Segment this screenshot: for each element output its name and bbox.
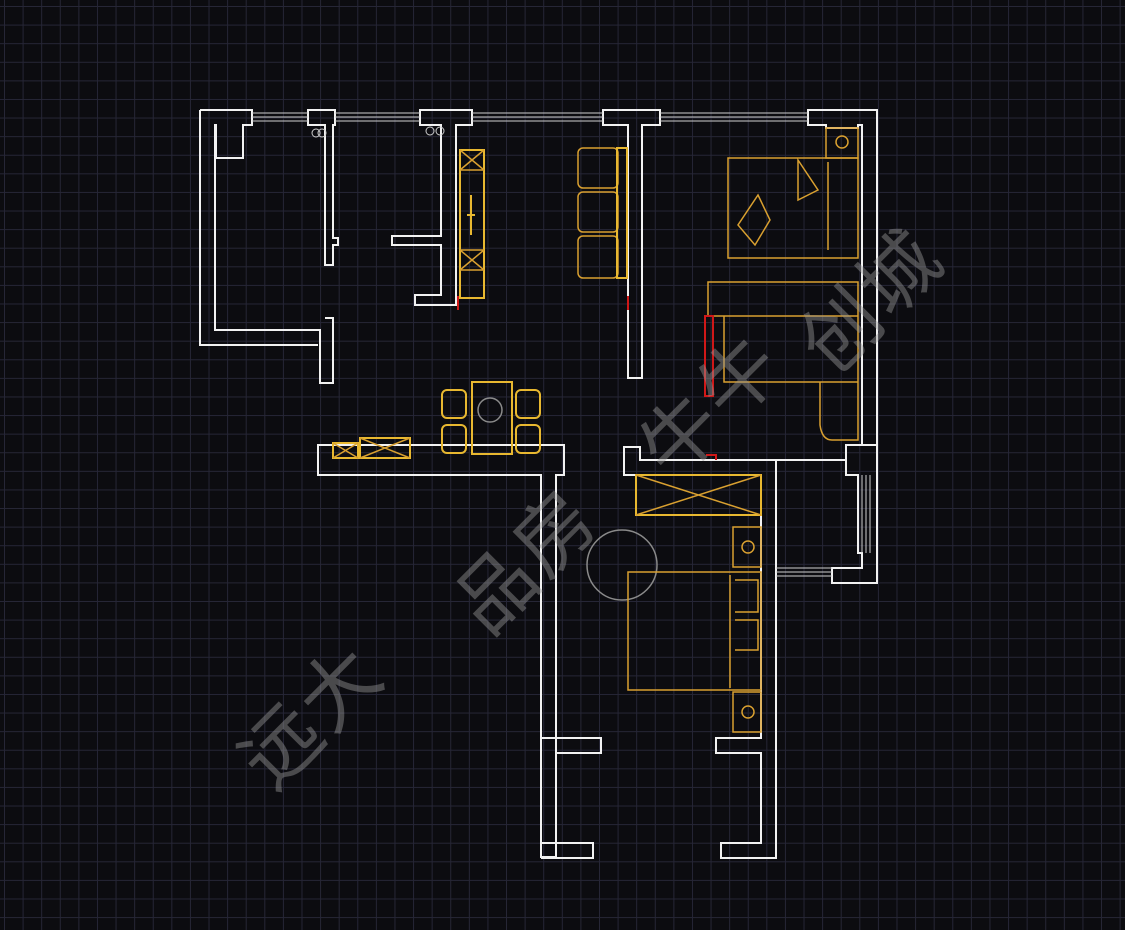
window: [252, 112, 308, 122]
window: [660, 112, 808, 122]
dining-table: [441, 381, 541, 455]
master-bed: [727, 127, 859, 259]
wall-balcony: [831, 444, 878, 584]
wall-partition-2: [391, 109, 473, 306]
window: [861, 475, 871, 553]
door: [704, 315, 714, 397]
tv-cabinet: [459, 149, 485, 299]
walls: [199, 109, 878, 859]
window: [335, 112, 420, 122]
sofa: [577, 147, 628, 279]
wall-left-room: [200, 109, 334, 384]
wall-partition-1: [307, 109, 339, 266]
windows: [252, 112, 871, 577]
window: [472, 112, 603, 122]
wall-right: [807, 109, 878, 446]
wall-bedroom-2: [623, 446, 777, 859]
rug: [586, 529, 658, 601]
sideboard: [332, 437, 411, 459]
wall-partition-3: [602, 109, 661, 379]
bedroom2-furniture: [586, 474, 762, 733]
window: [776, 567, 832, 577]
wardrobe: [457, 281, 859, 460]
